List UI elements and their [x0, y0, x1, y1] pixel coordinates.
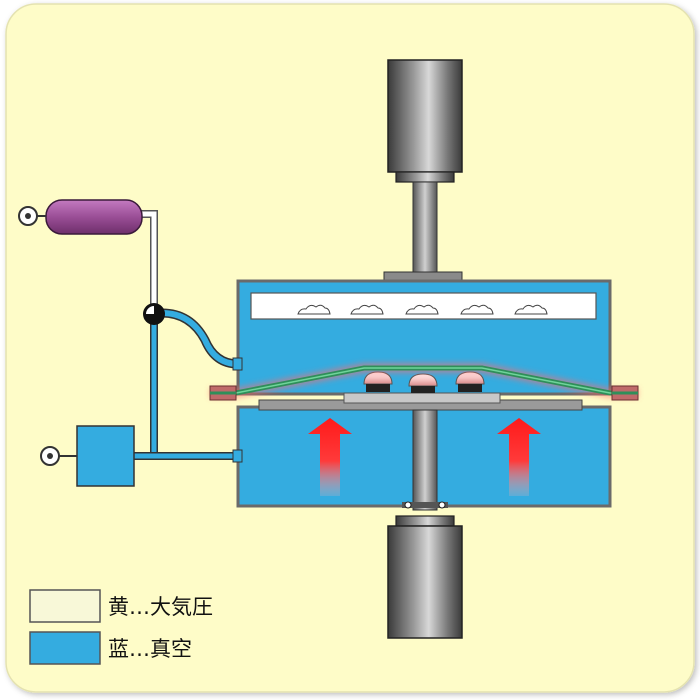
legend-item-atmosphere: 黄…大気圧 — [29, 589, 213, 623]
legend: 黄…大気圧 蓝…真空 — [29, 589, 213, 665]
workpieces — [363, 371, 485, 393]
pump-icon — [40, 425, 135, 487]
upper-cylinder-icon — [383, 59, 463, 283]
heater-panel — [250, 292, 597, 320]
laminate-film — [209, 363, 639, 401]
legend-label-atmosphere: 黄…大気圧 — [108, 595, 213, 619]
legend-label-vacuum: 蓝…真空 — [108, 637, 192, 661]
lamp-icon — [297, 304, 548, 315]
pressure-arrow-right — [497, 418, 541, 496]
valve-icon[interactable] — [143, 303, 165, 325]
lower-cylinder-icon — [387, 409, 463, 639]
piping — [134, 210, 243, 463]
legend-item-vacuum: 蓝…真空 — [29, 631, 192, 665]
pressure-arrow-left — [308, 418, 352, 496]
tank-icon — [18, 199, 143, 235]
